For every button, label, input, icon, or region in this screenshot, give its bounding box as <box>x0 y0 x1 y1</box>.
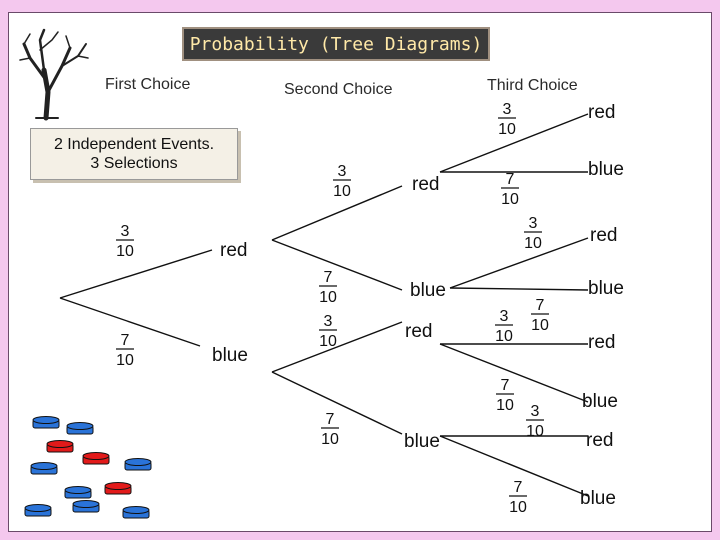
node-1-blue: blue <box>212 345 248 366</box>
slide-title: Probability (Tree Diagrams) <box>182 27 490 61</box>
branch-2-blue-red <box>271 321 403 373</box>
heading-third-choice: Third Choice <box>487 77 578 94</box>
node-1-red: red <box>220 240 247 261</box>
counter-icon <box>66 422 94 435</box>
node-2-blue: blue <box>410 280 446 301</box>
fraction-denominator: 10 <box>501 191 519 208</box>
fraction-denominator: 10 <box>498 121 516 138</box>
node-3-2: blue <box>588 159 624 180</box>
prob-3-2: 710 <box>501 171 519 208</box>
fraction-denominator: 10 <box>495 328 513 345</box>
prob-2-bb: 710 <box>321 411 339 448</box>
fraction-numerator: 3 <box>324 313 333 330</box>
prob-2-rr: 310 <box>333 163 351 200</box>
counter-icon <box>124 458 152 471</box>
counter-icon <box>30 462 58 475</box>
fraction-numerator: 3 <box>503 101 512 118</box>
prob-2-br: 310 <box>319 313 337 350</box>
node-2-blue-b: blue <box>404 431 440 452</box>
fraction-numerator: 7 <box>121 332 130 349</box>
branch-2-red-blue <box>271 239 403 291</box>
prob-3-7: 310 <box>526 403 544 440</box>
prob-2-rb: 710 <box>319 269 337 306</box>
fraction-numerator: 3 <box>531 403 540 420</box>
fraction-denominator: 10 <box>509 499 527 516</box>
prob-3-3: 310 <box>524 215 542 252</box>
counter-icon <box>104 482 132 495</box>
prob-3-5: 310 <box>495 308 513 345</box>
fraction-numerator: 7 <box>536 297 545 314</box>
fraction-denominator: 10 <box>524 235 542 252</box>
fraction-denominator: 10 <box>333 183 351 200</box>
prob-3-4: 710 <box>531 297 549 334</box>
fraction-numerator: 3 <box>500 308 509 325</box>
info-line-2: 3 Selections <box>90 155 178 172</box>
counter-icon <box>32 416 60 429</box>
branch-1-red <box>59 249 213 299</box>
branch-3-4 <box>449 287 589 291</box>
slide <box>8 12 712 532</box>
prob-3-1: 310 <box>498 101 516 138</box>
fraction-numerator: 3 <box>529 215 538 232</box>
node-3-8: blue <box>580 488 616 509</box>
fraction-denominator: 10 <box>531 317 549 334</box>
node-2-red: red <box>412 174 439 195</box>
fraction-denominator: 10 <box>319 289 337 306</box>
fraction-denominator: 10 <box>116 352 134 369</box>
counter-icon <box>122 506 150 519</box>
branch-1-blue <box>59 297 201 347</box>
info-box: 2 Independent Events. 3 Selections <box>30 128 238 180</box>
fraction-numerator: 3 <box>121 223 130 240</box>
counter-icon <box>82 452 110 465</box>
fraction-numerator: 7 <box>324 269 333 286</box>
branch-3-1 <box>439 113 589 173</box>
node-3-5: red <box>588 332 615 353</box>
fraction-denominator: 10 <box>526 423 544 440</box>
prob-1-blue: 710 <box>116 332 134 369</box>
prob-1-red: 310 <box>116 223 134 260</box>
fraction-numerator: 7 <box>506 171 515 188</box>
counter-icon <box>64 486 92 499</box>
branch-3-8 <box>439 435 589 497</box>
branch-2-red-red <box>271 185 403 241</box>
branch-3-3 <box>449 237 589 289</box>
heading-second-choice: Second Choice <box>284 81 393 98</box>
fraction-numerator: 7 <box>326 411 335 428</box>
info-line-1: 2 Independent Events. <box>53 136 215 153</box>
counter-icon <box>24 504 52 517</box>
fraction-denominator: 10 <box>321 431 339 448</box>
fraction-numerator: 3 <box>338 163 347 180</box>
branch-3-6 <box>439 343 589 403</box>
prob-3-8: 710 <box>509 479 527 516</box>
fraction-numerator: 7 <box>514 479 523 496</box>
fraction-denominator: 10 <box>319 333 337 350</box>
node-3-6: blue <box>582 391 618 412</box>
fraction-numerator: 7 <box>501 377 510 394</box>
prob-3-6: 710 <box>496 377 514 414</box>
node-2-red-b: red <box>405 321 432 342</box>
node-3-1: red <box>588 102 615 123</box>
node-3-7: red <box>586 430 613 451</box>
node-3-3: red <box>590 225 617 246</box>
counter-icon <box>72 500 100 513</box>
fraction-denominator: 10 <box>496 397 514 414</box>
counter-icon <box>46 440 74 453</box>
fraction-denominator: 10 <box>116 243 134 260</box>
branch-2-blue-blue <box>271 371 403 435</box>
node-3-4: blue <box>588 278 624 299</box>
heading-first-choice: First Choice <box>105 76 191 93</box>
